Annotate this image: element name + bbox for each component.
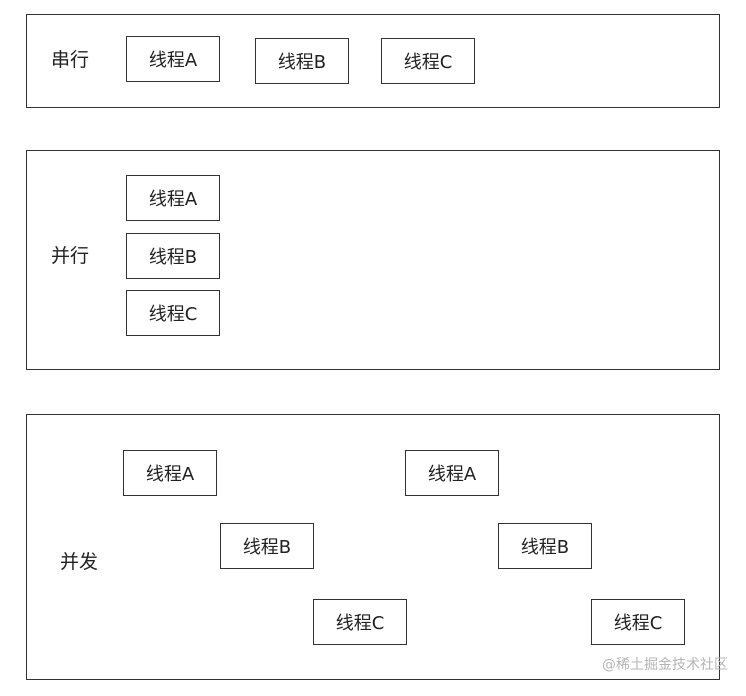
concurrent-thread-b-2: 线程B [498, 523, 592, 569]
parallel-thread-c: 线程C [126, 290, 220, 336]
serial-panel: 串行 线程A 线程B 线程C [26, 14, 720, 108]
concurrent-thread-a-1: 线程A [123, 450, 217, 496]
serial-thread-c: 线程C [381, 38, 475, 84]
parallel-label: 并行 [51, 245, 90, 267]
watermark: @稀土掘金技术社区 [602, 657, 728, 673]
concurrent-thread-c-1: 线程C [313, 599, 407, 645]
serial-label: 串行 [51, 49, 90, 71]
parallel-thread-a: 线程A [126, 175, 220, 221]
parallel-panel: 并行 线程A 线程B 线程C [26, 150, 720, 370]
serial-thread-a: 线程A [126, 36, 220, 82]
concurrent-thread-c-2: 线程C [591, 599, 685, 645]
serial-thread-b: 线程B [255, 38, 349, 84]
concurrent-thread-b-1: 线程B [220, 523, 314, 569]
parallel-thread-b: 线程B [126, 233, 220, 279]
concurrent-thread-a-2: 线程A [405, 450, 499, 496]
concurrent-label: 并发 [60, 551, 99, 573]
concurrent-panel: 并发 线程A 线程B 线程C 线程A 线程B 线程C [26, 414, 720, 680]
